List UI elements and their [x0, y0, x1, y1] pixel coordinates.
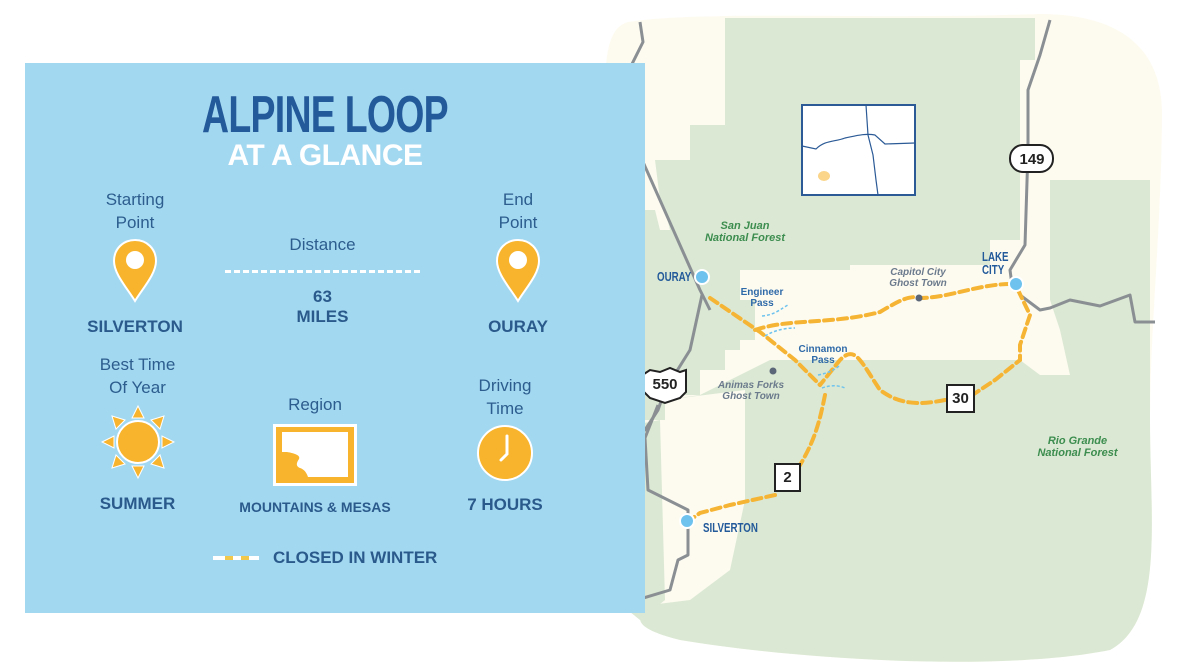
region-value: MOUNTAINS & MESAS — [239, 499, 391, 515]
lake-city-label-line1: LAKE — [982, 249, 1009, 264]
loop-30-cinnamon — [818, 352, 947, 405]
end-point-value: OURAY — [488, 317, 548, 336]
info-panel: ALPINE LOOP AT A GLANCE Starting Point S… — [25, 63, 645, 613]
san-juan-forest-label: San Juan National Forest — [704, 220, 786, 244]
legend-label: CLOSED IN WINTER — [273, 548, 438, 567]
road-550-silverton — [619, 404, 690, 607]
silverton-dot — [679, 513, 695, 529]
capitol-city-dot — [915, 294, 923, 302]
engineer-pass-label: Engineer Pass — [740, 287, 784, 309]
clock-icon — [477, 425, 533, 481]
starting-point-value: SILVERTON — [87, 317, 183, 336]
route-30-shield — [946, 384, 975, 413]
forest-san-juan — [630, 18, 1035, 420]
route-2-label: 2 — [783, 469, 792, 486]
route-149-shield — [1009, 144, 1054, 173]
loop-engineer-capitol — [753, 281, 1017, 332]
route-30-label: 30 — [952, 390, 969, 407]
route-2-shield — [774, 463, 801, 492]
sun-icon — [100, 404, 175, 480]
animas-forks-label: Animas Forks Ghost Town — [717, 380, 785, 402]
map-pin-icon — [112, 238, 158, 303]
animas-forks-dot — [769, 367, 777, 375]
dashed-line-icon — [225, 270, 420, 273]
starting-point-fact: Starting Point SILVERTON — [70, 188, 200, 337]
end-point-fact: End Point OURAY — [453, 188, 583, 337]
distance-fact: Distance 63 MILES — [225, 233, 420, 327]
rio-grande-forest-label: Rio Grande National Forest — [1037, 435, 1118, 459]
map-pin-icon — [495, 238, 541, 303]
cinnamon-pass-label: Cinnamon Pass — [798, 344, 848, 366]
loop-ouray-engineer — [708, 296, 822, 387]
page-subtitle: AT A GLANCE — [227, 139, 423, 172]
ouray-dot — [694, 269, 710, 285]
lake-city-label-line2: CITY — [982, 262, 1005, 277]
distance-number: 63 — [313, 287, 332, 306]
route-149-label: 149 — [1019, 151, 1045, 168]
region-fact: Region MOUNTAINS & MESAS — [230, 393, 400, 515]
colorado-inset-map — [801, 104, 916, 196]
loop-lakecity-30 — [963, 288, 1033, 402]
road-550 — [621, 116, 712, 311]
closed-route-legend-icon — [213, 556, 259, 560]
driving-time-fact: Driving Time 7 HOURS — [440, 374, 570, 515]
road-149-east — [1019, 293, 1155, 324]
route-550-shield — [643, 366, 687, 405]
driving-time-value: 7 HOURS — [467, 495, 543, 514]
forest-rio-grande — [640, 180, 1152, 662]
legend: CLOSED IN WINTER — [213, 548, 437, 568]
page-title: ALPINE LOOP — [202, 86, 449, 144]
ouray-map-label: OURAY — [657, 269, 692, 284]
region-map-icon — [273, 424, 357, 486]
capitol-city-label: Capitol City Ghost Town — [889, 267, 947, 289]
lake-city-dot — [1008, 276, 1024, 292]
best-time-fact: Best Time Of Year SUMMER — [70, 353, 205, 514]
best-time-value: SUMMER — [99, 494, 176, 513]
loop-2-silverton — [688, 493, 777, 522]
distance-unit: MILES — [296, 307, 349, 326]
silverton-map-label: SILVERTON — [703, 520, 758, 535]
route-550-label: 550 — [652, 376, 678, 393]
